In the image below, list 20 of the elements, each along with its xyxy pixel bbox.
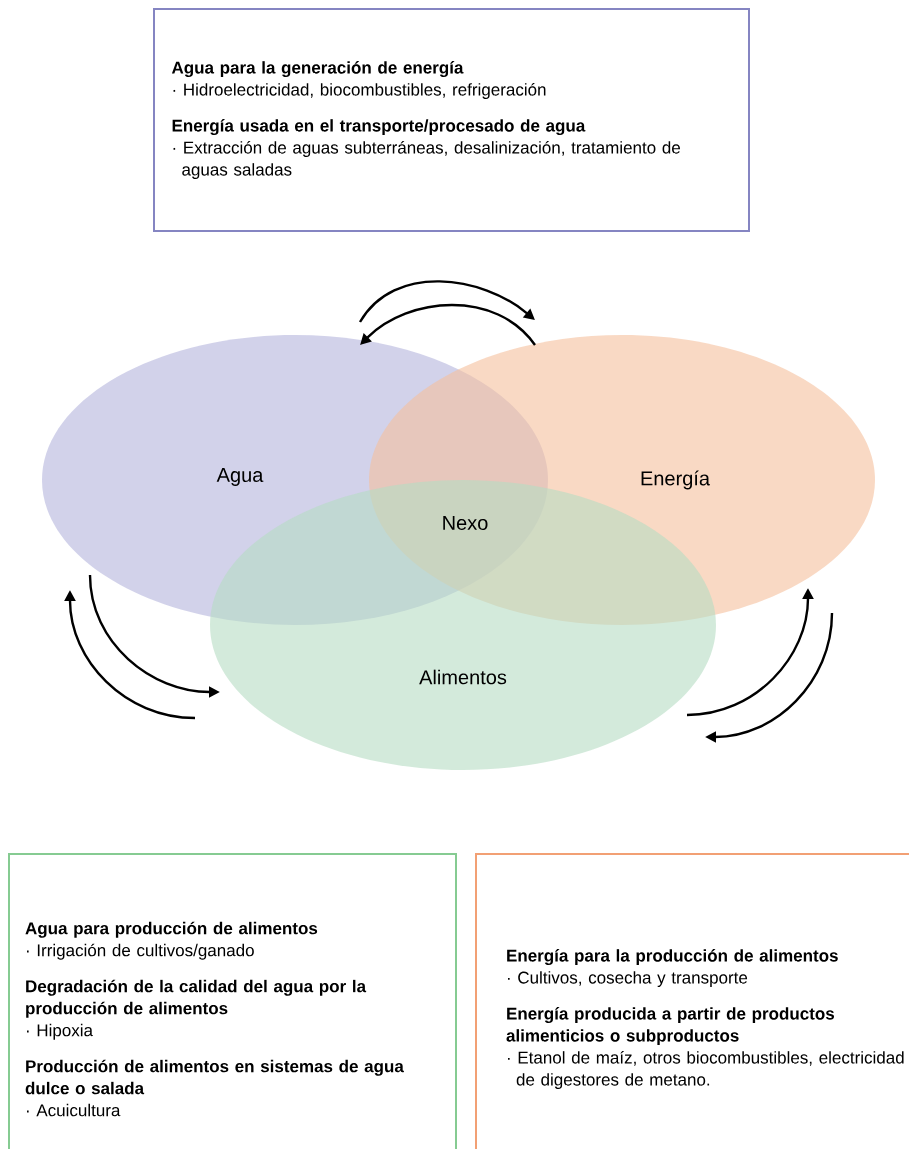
bullet-text: · Extracción de aguas subterráneas, desalinización, tratamiento de aguas saladas <box>173 140 680 179</box>
bullet-text: · Cultivos, cosecha y transporte <box>508 971 748 987</box>
heading: Energía para la producción de alimentos <box>507 949 838 966</box>
curved-arrow <box>359 280 535 323</box>
heading: Agua para producción de alimentos <box>25 921 318 938</box>
heading: Energía producida a partir de productos alimenticios o subproductos <box>506 1007 834 1045</box>
curved-arrow <box>360 303 536 346</box>
bullet-text: · Etanol de maíz, otros biocombustibles, electricidad de digestores de metano. <box>508 1050 904 1089</box>
bullet-text: · Acuicultura <box>27 1103 121 1117</box>
bullet-text: · Hipoxia <box>27 1023 93 1040</box>
heading: Energía usada en el transporte/procesado de agua <box>172 119 586 136</box>
text-box <box>153 8 750 232</box>
text-box <box>8 853 457 1149</box>
bullet-text: · Irrigación de cultivos/ganado <box>27 943 254 960</box>
center-label: Nexo <box>443 516 488 530</box>
heading: Agua para la generación de energía <box>171 61 464 78</box>
bullet-text: · Hidroelectricidad, biocombustibles, refrigeración <box>173 82 546 99</box>
heading: Producción de alimentos en sistemas de agua dulce o salada <box>25 1059 404 1095</box>
heading: Degradación de la calidad del agua por la producción de alimentos <box>26 979 367 1018</box>
text-box <box>475 853 909 1149</box>
